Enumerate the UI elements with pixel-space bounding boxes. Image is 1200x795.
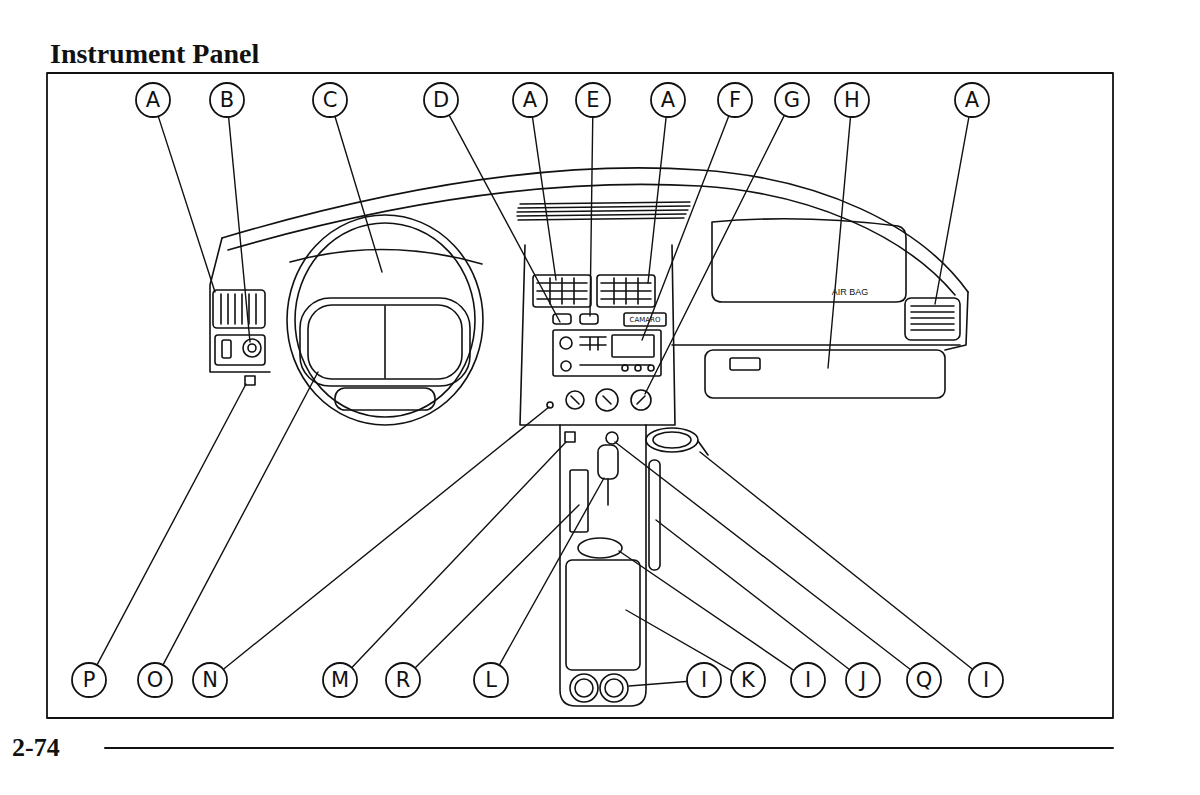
callout-circle — [193, 663, 227, 697]
callout-circle — [731, 663, 765, 697]
callout-letter: I — [983, 670, 989, 691]
defroster-grille — [517, 202, 690, 220]
callout-circle — [969, 663, 1003, 697]
leader-line — [159, 117, 215, 292]
leader-line — [97, 384, 246, 664]
callout-circle — [846, 663, 880, 697]
leader-line — [935, 118, 969, 304]
radio-badge: CAMARO — [630, 317, 661, 324]
leader-line — [626, 610, 732, 671]
leader-line — [229, 118, 250, 342]
page-title: Instrument Panel — [50, 40, 259, 68]
callout-letter: P — [83, 670, 96, 691]
leader-line — [533, 118, 556, 280]
callout-circle — [323, 663, 357, 697]
callout-letter: C — [323, 90, 338, 111]
leader-line — [590, 118, 593, 316]
callout-letter: K — [741, 670, 755, 691]
leader-line — [163, 372, 318, 664]
callout-letter: G — [784, 90, 800, 111]
callout-letter: H — [844, 90, 860, 111]
callout-letter: F — [729, 90, 741, 111]
callout-circle — [72, 663, 106, 697]
leader-line — [335, 117, 382, 272]
callout-letter: M — [331, 670, 349, 691]
callout-circle — [386, 663, 420, 697]
callout-circle — [775, 83, 809, 117]
leader-line — [500, 478, 604, 664]
leader-line — [615, 442, 910, 669]
center-vents — [533, 275, 655, 307]
callout-circle — [424, 83, 458, 117]
callout-circle — [210, 83, 244, 117]
page-number: 2-74 — [12, 735, 60, 761]
climate-knobs — [547, 389, 651, 411]
callout-circle — [651, 83, 685, 117]
callout-letter: A — [661, 90, 675, 111]
callout-circle — [474, 663, 508, 697]
callout-circle — [791, 663, 825, 697]
left-vent — [213, 290, 265, 385]
callout-circle — [138, 663, 172, 697]
callout-letter: Q — [916, 670, 933, 691]
callout-circle — [576, 83, 610, 117]
callout-letter: O — [147, 670, 164, 691]
leader-line — [619, 551, 793, 670]
leader-line — [352, 442, 566, 667]
leader-line — [642, 117, 728, 340]
callout-circle — [835, 83, 869, 117]
callout-letter: L — [485, 670, 497, 691]
radio — [553, 313, 666, 376]
callout-letter: R — [396, 670, 411, 691]
leader-line — [450, 116, 560, 322]
callout-circle — [955, 83, 989, 117]
leader-line — [224, 407, 549, 669]
leader-line — [629, 681, 686, 686]
callout-circle — [136, 83, 170, 117]
leader-line — [700, 452, 972, 669]
console — [560, 425, 660, 706]
callout-letter: I — [701, 670, 707, 691]
steering-wheel — [287, 215, 483, 425]
frame — [47, 73, 1113, 718]
leader-line — [648, 118, 666, 283]
callout-letter: I — [805, 670, 811, 691]
callout-circle — [718, 83, 752, 117]
callout-letter: D — [433, 90, 449, 111]
callout-circle — [907, 663, 941, 697]
callout-letter: J — [860, 670, 866, 691]
callout-letter: A — [965, 90, 979, 111]
callout-letter: N — [202, 670, 218, 691]
callout-letter: B — [220, 90, 234, 111]
cup-holder — [646, 428, 708, 455]
footer-rule — [105, 747, 1113, 749]
callout-circle — [687, 663, 721, 697]
leader-line — [416, 505, 579, 667]
airbag-label: AIR BAG — [832, 288, 869, 297]
dash-outline — [210, 168, 968, 425]
passenger-side — [705, 219, 960, 398]
leader-line — [645, 116, 784, 394]
callout-letter: A — [146, 90, 160, 111]
callout-letter: E — [586, 90, 599, 111]
callout-letter: A — [523, 90, 537, 111]
leader-lines — [72, 83, 1003, 697]
leader-line — [828, 118, 850, 368]
callout-circle — [313, 83, 347, 117]
callout-circle — [513, 83, 547, 117]
leader-line — [656, 520, 849, 669]
